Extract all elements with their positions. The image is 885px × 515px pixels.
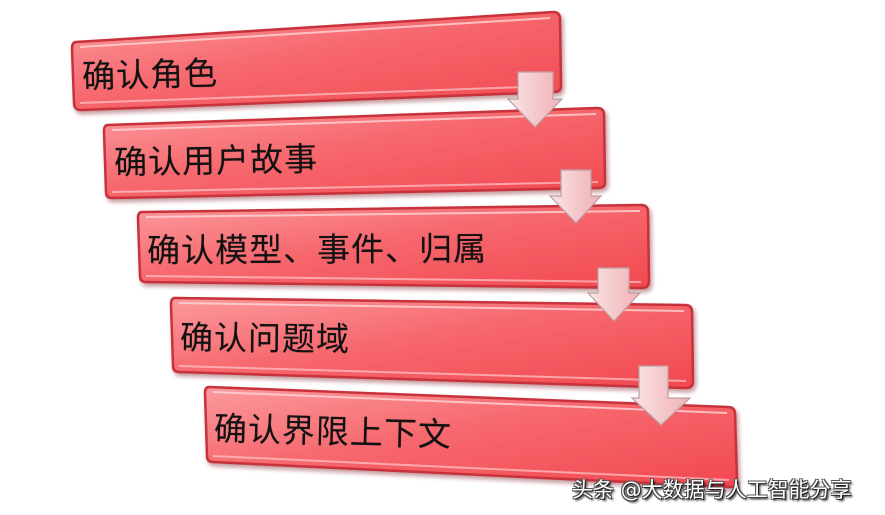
step-box-1	[70, 10, 563, 112]
step-label-4: 确认问题域	[179, 318, 351, 359]
step-label-3: 确认模型、事件、归属	[146, 229, 488, 270]
down-arrow-icon	[630, 365, 692, 426]
step-label-1: 确认角色	[81, 53, 219, 96]
down-arrow-icon	[506, 71, 564, 128]
step-label-2: 确认用户故事	[113, 139, 319, 182]
down-arrow-icon	[548, 169, 603, 224]
step-label-5: 确认界限上下文	[213, 409, 453, 455]
watermark: 头条 @大数据与人工智能分享	[572, 478, 852, 502]
step-box-4	[169, 296, 695, 390]
step-box-2	[102, 106, 607, 200]
step-box-5	[203, 385, 739, 489]
down-arrow-icon	[586, 267, 642, 322]
step-box-3	[136, 203, 651, 290]
